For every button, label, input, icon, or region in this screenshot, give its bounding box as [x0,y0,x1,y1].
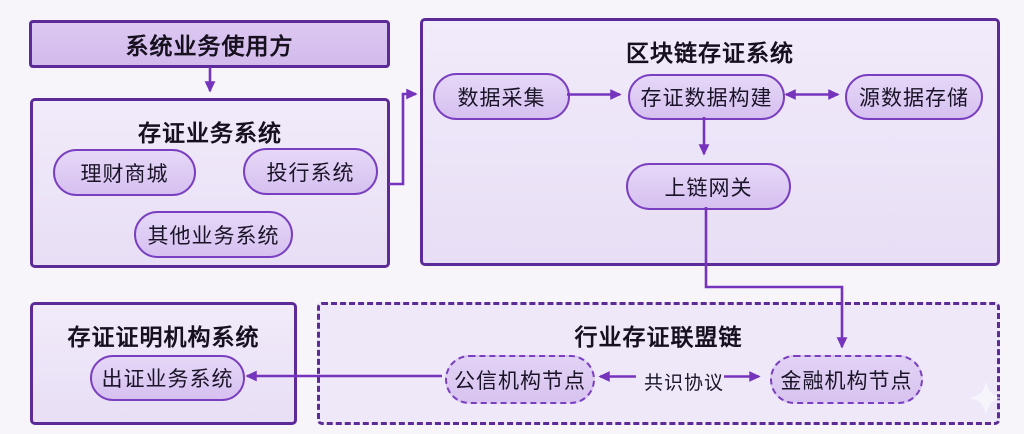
node-system-business-user-label: 系统业务使用方 [125,33,294,59]
node-wealth-mall-label: 理财商城 [80,162,169,186]
node-certificate-issuing-system: 出证业务系统 [90,355,245,401]
node-source-data-storage: 源数据存储 [845,74,983,120]
node-system-business-user: 系统业务使用方 [29,20,390,68]
node-deposit-data-construction: 存证数据构建 [628,74,785,120]
node-source-data-storage-label: 源数据存储 [859,87,969,110]
group-certificate-authority-system-title: 存证证明机构系统 [67,324,260,350]
node-financial-institution-node-label: 金融机构节点 [780,369,913,393]
group-blockchain-deposit-system-title: 区块链存证系统 [626,40,794,66]
group-deposit-business-system-title: 存证业务系统 [138,120,282,146]
node-data-collection: 数据采集 [433,73,570,120]
node-public-trust-institution-node-label: 公信机构节点 [454,369,586,393]
node-wealth-mall: 理财商城 [53,149,196,196]
node-chain-gateway-label: 上链网关 [664,176,753,200]
node-chain-gateway: 上链网关 [626,163,791,210]
node-deposit-data-construction-label: 存证数据构建 [640,87,773,110]
node-other-business-system: 其他业务系统 [134,211,293,258]
node-investment-banking-system-label: 投行系统 [266,161,355,185]
node-financial-institution-node: 金融机构节点 [770,355,923,404]
node-data-collection-label: 数据采集 [457,86,546,110]
node-other-business-system-label: 其他业务系统 [147,224,280,248]
group-blockchain-deposit-system: 区块链存证系统 数据采集 存证数据构建 源数据存储 上链网关 [420,18,1000,266]
arrow-deposit-system-to-blockchain [389,88,418,186]
label-consensus-protocol: 共识协议 [643,373,724,394]
group-certificate-authority-system: 存证证明机构系统 出证业务系统 [30,302,297,425]
group-industry-consortium-chain: 行业存证联盟链 公信机构节点 金融机构节点 共识协议 [317,302,1000,425]
node-certificate-issuing-system-label: 出证业务系统 [101,368,234,391]
group-industry-consortium-chain-title: 行业存证联盟链 [574,324,743,350]
node-investment-banking-system: 投行系统 [243,148,378,195]
group-deposit-business-system: 存证业务系统 理财商城 投行系统 其他业务系统 [30,98,390,268]
node-public-trust-institution-node: 公信机构节点 [445,355,595,404]
